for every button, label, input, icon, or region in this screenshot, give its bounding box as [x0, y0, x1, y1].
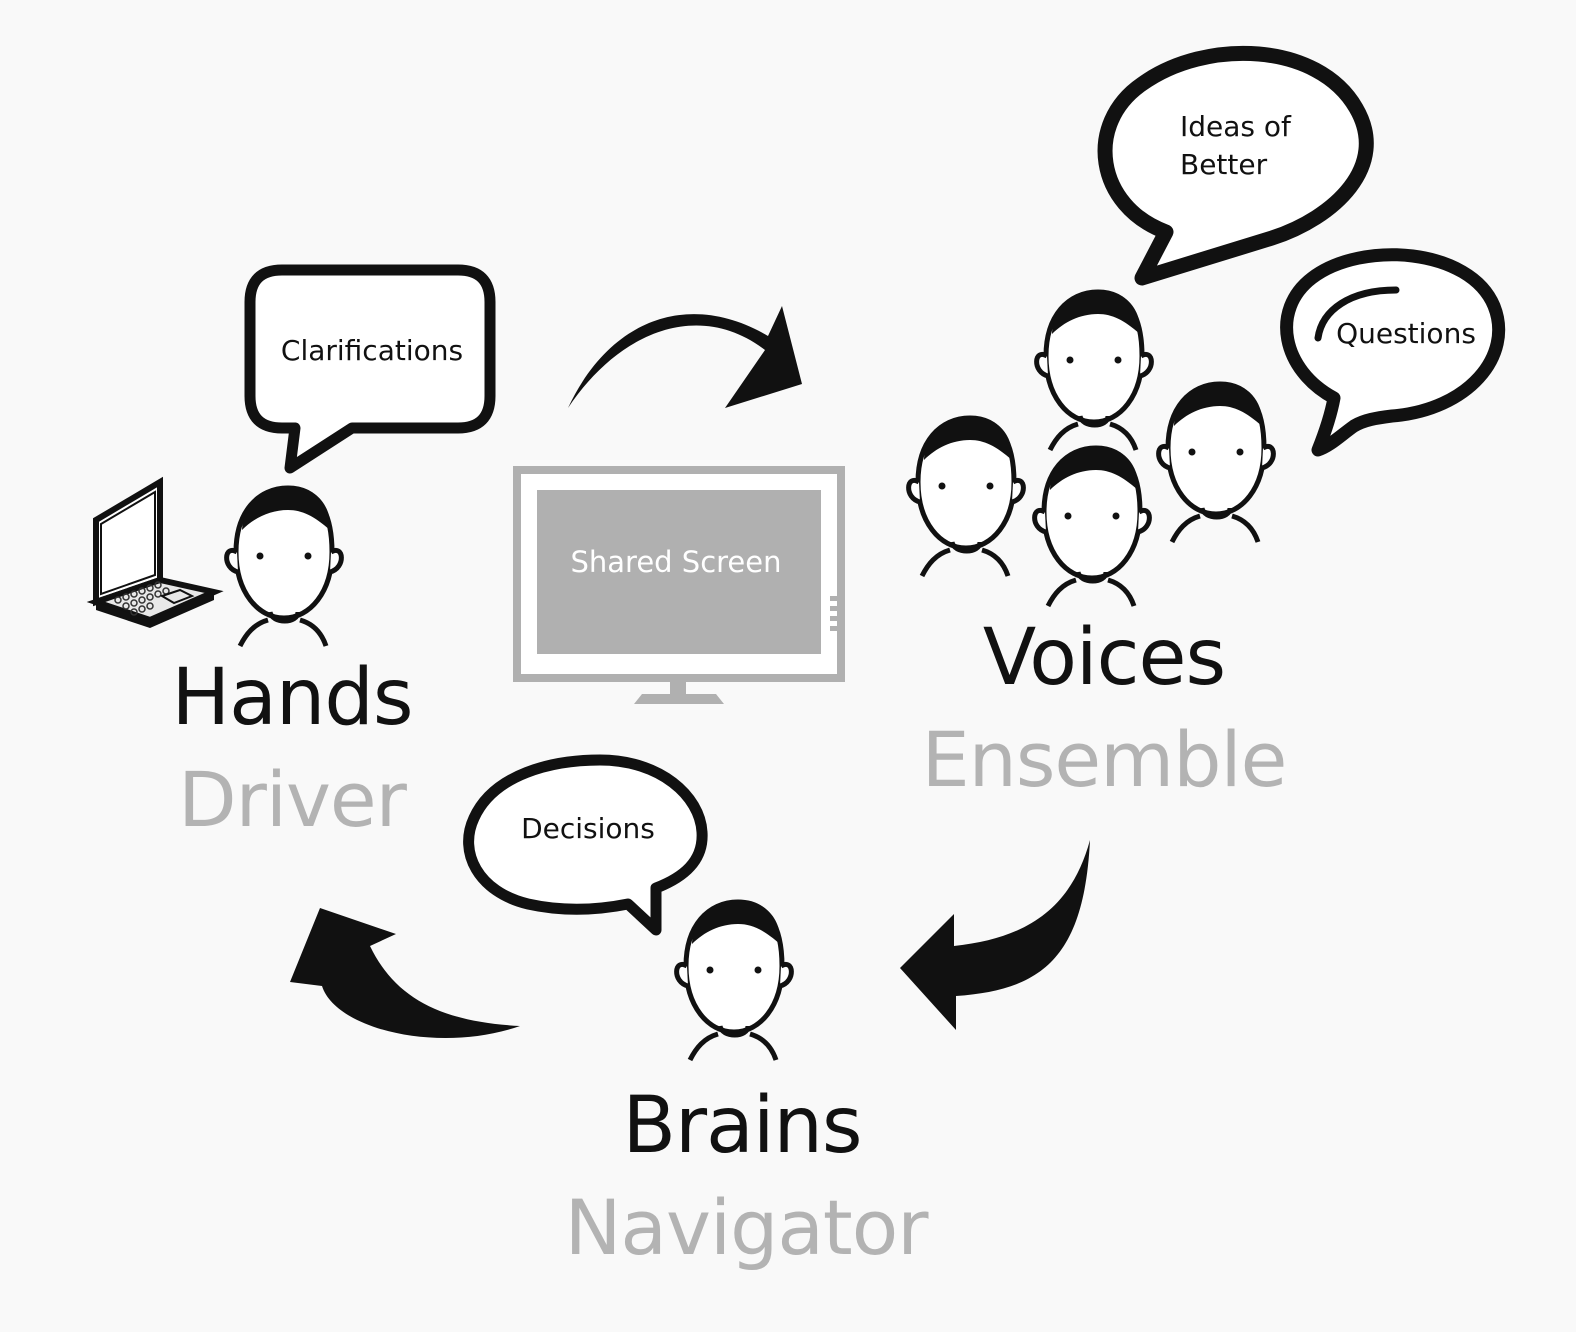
ensemble-person-icon	[909, 416, 1024, 576]
curved-arrow-icon	[900, 840, 1090, 1030]
ensemble-person-icon	[1159, 382, 1274, 542]
questions-label: Questions	[1336, 317, 1476, 350]
monitor-icon: Shared Screen	[513, 466, 845, 704]
curved-arrow-icon	[290, 908, 520, 1039]
laptop-icon	[86, 476, 224, 628]
ensemble-person-icon	[1037, 290, 1152, 450]
navigator-subtitle: Navigator	[565, 1183, 930, 1272]
shared-screen-label: Shared Screen	[570, 545, 781, 579]
ensemble-subtitle: Ensemble	[922, 715, 1287, 804]
curved-arrow-icon	[568, 306, 802, 408]
decisions-bubble: Decisions	[463, 754, 708, 936]
clarifications-label: Clarifications	[281, 334, 463, 367]
ideas-of-better-bubble: Ideas of Better	[1097, 45, 1374, 286]
decisions-label: Decisions	[521, 812, 655, 845]
ideas-label-line2: Better	[1180, 148, 1268, 181]
ideas-label-line1: Ideas of	[1180, 110, 1292, 143]
driver-person-icon	[227, 486, 342, 646]
navigator-person-icon	[677, 900, 792, 1060]
hands-title: Hands	[171, 653, 412, 743]
ensemble-person-icon	[1035, 446, 1150, 606]
voices-title: Voices	[983, 613, 1225, 703]
driver-subtitle: Driver	[178, 755, 408, 844]
questions-bubble: Questions	[1280, 248, 1506, 457]
brains-title: Brains	[622, 1081, 861, 1171]
clarifications-bubble: Clarifications	[244, 264, 496, 474]
